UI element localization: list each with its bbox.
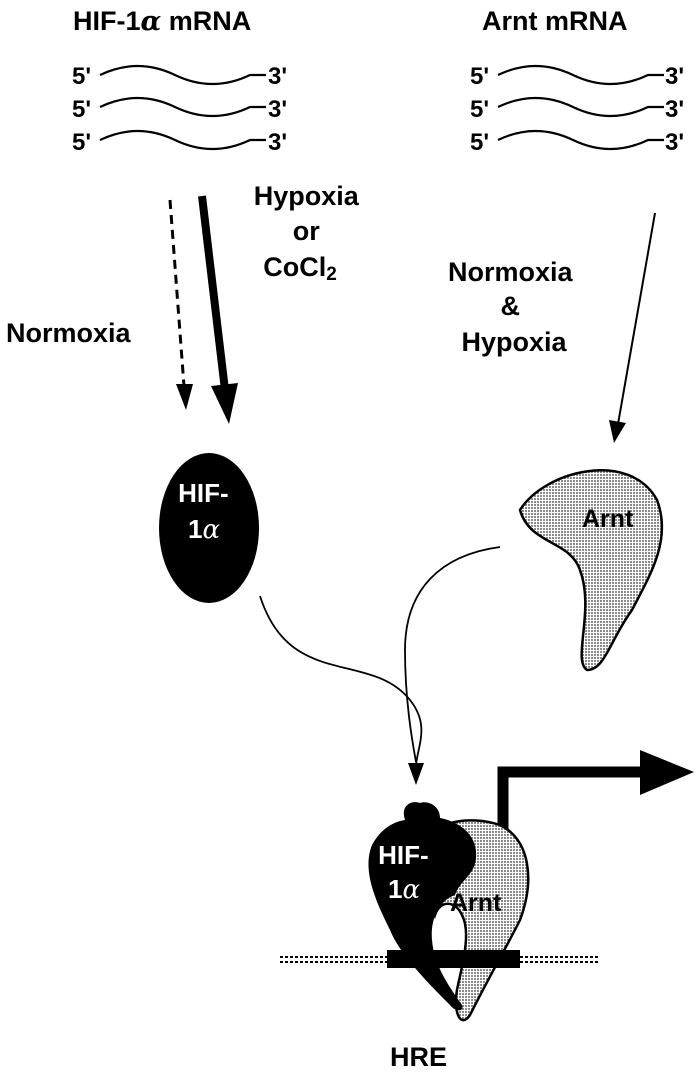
- hif-mrna-header-prefix: HIF-1: [73, 6, 141, 36]
- three-prime-label: 3': [268, 96, 287, 123]
- hypoxia-thick-arrow: [198, 195, 238, 424]
- svg-text:HIF- 1α: HIF- 1α: [378, 840, 436, 905]
- three-prime-label: 3': [268, 129, 287, 156]
- five-prime-label: 5': [470, 96, 489, 123]
- three-prime-label: 3': [665, 63, 684, 90]
- hif1a-to-complex-arrow: [259, 595, 424, 785]
- complex-hif1a-label-line1: HIF-: [378, 840, 429, 870]
- hif-mrna-strands: 5' 3' 5' 3' 5' 3': [72, 63, 287, 156]
- five-prime-label: 5': [72, 129, 91, 156]
- ampersand-line: &: [500, 291, 520, 321]
- arnt-mrna-strand: 5' 3': [470, 63, 684, 90]
- normoxia-label: Normoxia: [6, 318, 132, 348]
- three-prime-label: 3': [665, 96, 684, 123]
- normoxia-and-hypoxia-label: Normoxia & Hypoxia: [448, 257, 580, 357]
- hif-mrna-header: HIF-1α mRNA: [73, 6, 251, 37]
- complex-hif1a-label-line2: 1α: [388, 874, 420, 905]
- cocl-line: CoCl2: [263, 252, 337, 285]
- three-prime-label: 3': [665, 129, 684, 156]
- hypoxia-line: Hypoxia: [461, 327, 567, 357]
- five-prime-label: 5': [470, 63, 489, 90]
- hif1a-label-line2: 1α: [188, 514, 220, 545]
- hre-label: HRE: [390, 1042, 447, 1072]
- complex-hif1a: HIF- 1α: [368, 802, 477, 1011]
- arnt-mrna-strand: 5' 3': [470, 96, 684, 123]
- arnt-protein: Arnt: [518, 469, 664, 672]
- hif-mrna-strand: 5' 3': [72, 63, 287, 90]
- five-prime-label: 5': [72, 96, 91, 123]
- hypoxia-or-cocl2-label: Hypoxia or CoCl2: [254, 181, 367, 285]
- hif-mrna-strand: 5' 3': [72, 96, 287, 123]
- or-line: or: [293, 216, 320, 246]
- three-prime-label: 3': [268, 63, 287, 90]
- hif-mrna-header-suffix: mRNA: [161, 6, 251, 36]
- five-prime-label: 5': [72, 63, 91, 90]
- arnt-mrna-header: Arnt mRNA: [482, 6, 628, 36]
- hif1a-label-line1: HIF-: [178, 478, 229, 508]
- cocl-subscript: 2: [326, 264, 337, 285]
- arnt-mrna-strand: 5' 3': [470, 129, 684, 156]
- five-prime-label: 5': [470, 129, 489, 156]
- normoxia-dashed-arrow: [168, 199, 193, 410]
- cocl-main: CoCl: [263, 252, 326, 282]
- arnt-label: Arnt: [582, 505, 634, 533]
- arnt-to-complex-arrow: [404, 546, 501, 763]
- normoxia-line: Normoxia: [448, 257, 574, 287]
- svg-text:HIF- 1α: HIF- 1α: [178, 478, 236, 545]
- arnt-translation-arrow: [609, 212, 656, 443]
- hif-mrna-strand: 5' 3': [72, 129, 287, 156]
- complex-arnt-label: Arnt: [450, 889, 502, 917]
- hif-mrna-header-greek: α: [141, 6, 162, 37]
- transcription-start-arrow: [497, 750, 694, 832]
- arnt-mrna-strands: 5' 3' 5' 3' 5' 3': [470, 63, 684, 156]
- hypoxia-line: Hypoxia: [254, 181, 360, 211]
- hif1a-protein: HIF- 1α: [159, 453, 259, 603]
